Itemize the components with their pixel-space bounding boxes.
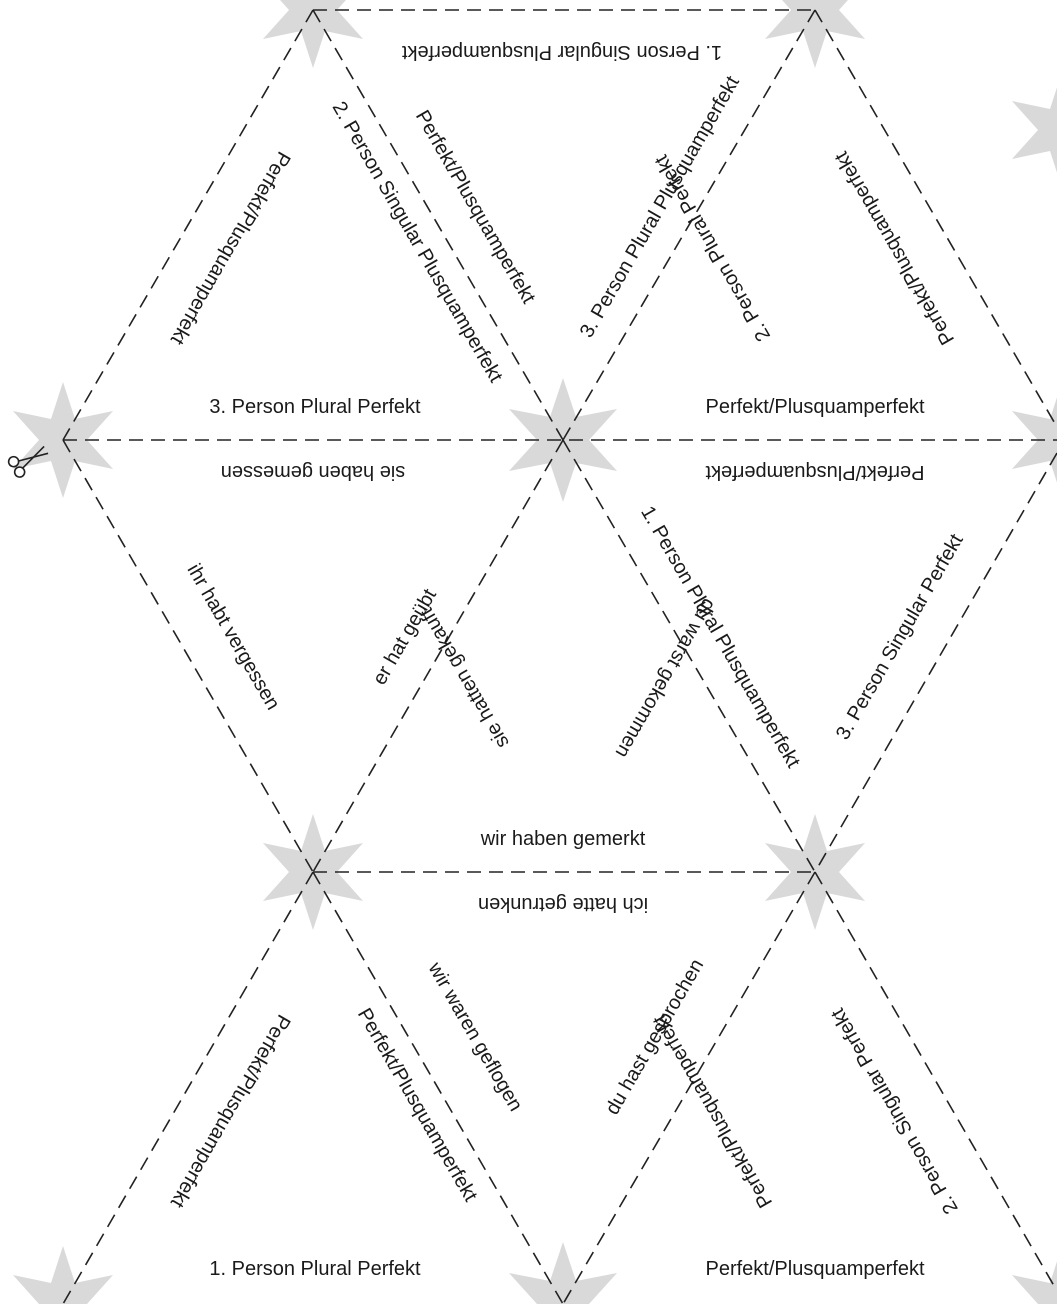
cut-line <box>312 439 564 873</box>
label-middle-center-left-edge: sie hatten gekauft <box>416 604 514 752</box>
label-middle-right-right-edge: 3. Person Singular Perfekt <box>832 530 968 744</box>
label-middle-left-top: sie haben gemessen <box>221 461 406 483</box>
label-middle-left-left-edge: ihr habt vergessen <box>183 560 284 714</box>
cut-line <box>62 9 314 441</box>
label-bottom-left-left-edge: Perfekt/Plusquamperfekt <box>166 1011 295 1212</box>
label-top-edge: 1. Person Singular Plusquamperfekt <box>401 41 722 63</box>
vertex-star <box>509 1242 617 1304</box>
cut-line <box>814 452 1057 873</box>
label-left-triangle-right-edge: 2. Person Singular Plusquamperfekt <box>328 98 507 387</box>
label-bottom-center-top: ich hatte getrunken <box>478 893 648 915</box>
cut-line <box>62 871 314 1304</box>
label-center-top-right-edge: 3. Person Plural Plusquamperfekt <box>576 72 744 341</box>
label-right-triangle-bottom: Perfekt/Plusquamperfekt <box>706 396 925 418</box>
label-middle-center-bottom: wir haben gemerkt <box>480 828 646 850</box>
label-right-triangle-left-edge: 2. Person Plural Perfekt <box>650 151 775 345</box>
cut-line <box>814 9 1057 428</box>
cut-line <box>62 439 314 873</box>
vertex-star <box>263 0 363 68</box>
cut-lines <box>62 9 1057 1304</box>
label-bottom-left-bottom: 1. Person Plural Perfekt <box>209 1258 421 1280</box>
label-bottom-right-left-edge: Perfekt/Plusquamperfekt <box>648 1010 777 1211</box>
vertex-star <box>13 1246 113 1304</box>
label-middle-right-left-edge: 1. Person Plural Plusquamperfekt <box>636 502 804 771</box>
cut-line <box>814 871 1057 1292</box>
cut-line <box>312 871 564 1304</box>
cut-line <box>562 9 816 441</box>
cut-line <box>562 871 816 1304</box>
label-bottom-right-right-edge: 2. Person Singular Perfekt <box>827 1004 963 1218</box>
label-middle-right-top: Perfekt/Plusquamperfekt <box>705 461 924 483</box>
label-bottom-right-bottom: Perfekt/Plusquamperfekt <box>706 1258 925 1280</box>
vertex-star <box>1012 87 1057 173</box>
label-bottom-center-left-edge: wir waren geflogen <box>423 958 526 1115</box>
labels: 1. Person Singular Plusquamperfekt Perfe… <box>166 41 968 1280</box>
label-right-triangle-right-edge: Perfekt/Plusquamperfekt <box>830 147 959 348</box>
vertex-star <box>1012 397 1057 483</box>
vertex-star <box>1012 1261 1057 1304</box>
cut-line <box>562 439 816 873</box>
vertex-star <box>765 0 865 68</box>
scissors-icon <box>7 445 49 478</box>
cut-line <box>312 9 564 441</box>
label-left-triangle-bottom: 3. Person Plural Perfekt <box>209 396 421 418</box>
label-left-triangle-left-edge: Perfekt/Plusquamperfekt <box>166 148 295 349</box>
